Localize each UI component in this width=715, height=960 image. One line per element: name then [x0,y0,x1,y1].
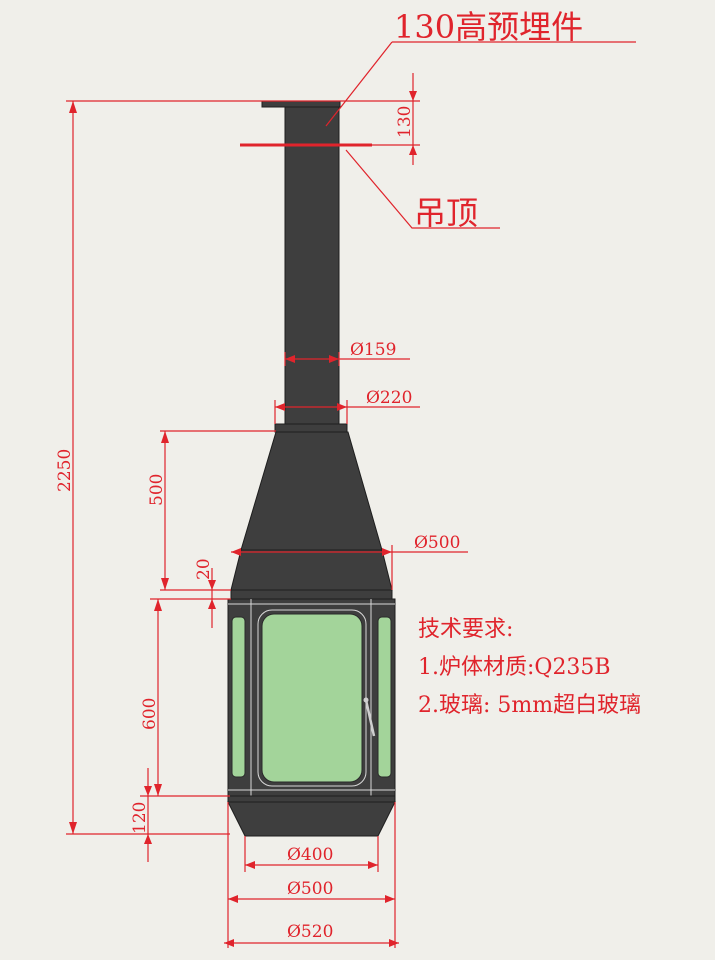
hood-band [230,549,393,591]
flue-collar [274,423,348,433]
flue-base-diameter-label: Ø220 [366,388,412,408]
flue-diameter-label: Ø159 [350,340,396,360]
hood-diameter-label: Ø500 [414,533,460,553]
base-height-label: 120 [130,802,150,834]
bottom-diameter-label: Ø400 [287,845,333,865]
dimension-lines [66,41,636,948]
door-handle [364,699,376,737]
embed-height-label: 130 [395,106,415,138]
overall-diameter-label: Ø520 [287,922,333,942]
body-height-label: 600 [140,698,160,730]
fireplace [227,100,396,837]
embed-callout: 130高预埋件 [394,8,583,46]
note-item-2: 2.玻璃: 5mm超白玻璃 [418,693,641,718]
ceiling-callout: 吊顶 [414,194,478,232]
embed-plate [261,100,341,108]
flue-pipe [284,106,340,430]
conical-hood [240,431,383,551]
notes-title: 技术要求: [418,617,513,642]
joint-ring [230,589,393,600]
front-glass [261,613,363,783]
hood-height-label: 500 [147,474,167,506]
base-bowl [227,801,396,837]
note-item-1: 1.炉体材质:Q235B [418,655,611,680]
ring-height-label: 20 [194,558,214,580]
technical-notes: 技术要求: 1.炉体材质:Q235B 2.玻璃: 5mm超白玻璃 [418,617,641,718]
total-height-label: 2250 [55,449,75,492]
dimension-labels: 130高预埋件 吊顶 130 2250 Ø159 Ø220 500 Ø500 2… [55,8,583,942]
left-glass [231,616,246,778]
base-diameter-label: Ø500 [287,879,333,899]
right-glass [377,616,392,778]
base-ring [227,795,396,803]
